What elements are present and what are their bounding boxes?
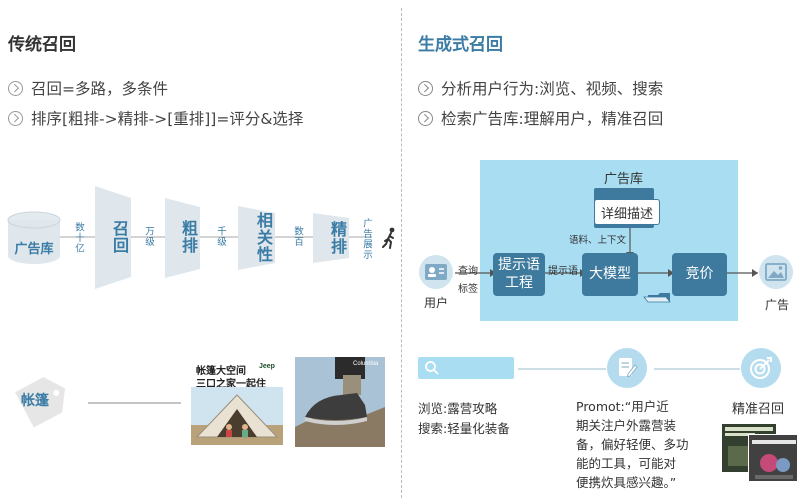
funnel-stage-fine-rank: 精排 (313, 213, 349, 263)
tent-photo (191, 387, 283, 445)
database-icon (7, 211, 61, 264)
detail-description-node: 详细描述 (594, 199, 660, 225)
browse-text: 浏览:露营攻略 (418, 401, 498, 416)
chevron-right-icon (8, 110, 23, 126)
image-icon (759, 255, 793, 289)
jeep-logo: Jeep (259, 363, 275, 370)
llm-node: 大模型 (582, 253, 638, 296)
tag-label: 帐篷 (21, 393, 49, 409)
user-icon (419, 255, 453, 289)
count-billions: 数十亿 (73, 222, 84, 254)
right-bullet-2: 检索广告库:理解用户，精准召回 (418, 107, 663, 129)
chevron-right-icon (418, 110, 433, 126)
section-divider (401, 8, 402, 498)
search-text: 搜索:轻量化装备 (418, 421, 510, 436)
arrow-line (88, 402, 181, 404)
cookware-photo (749, 435, 797, 481)
right-bullet-1: 分析用户行为:浏览、视频、搜索 (418, 77, 663, 99)
bidding-node: 竞价 (672, 253, 727, 296)
chevron-right-icon (418, 80, 433, 96)
funnel-connectors (60, 236, 372, 238)
ad-card-shoe: Columbia (295, 357, 385, 447)
right-title: 生成式召回 (418, 35, 503, 55)
shoe-photo (295, 357, 385, 447)
user-label: 用户 (424, 296, 449, 310)
count-stage-2: 千级 (215, 226, 226, 247)
funnel-stage-coarse-rank: 粗排 (165, 198, 200, 278)
search-bar (418, 357, 514, 379)
left-bullet-2: 排序[粗排->精排->[重排]]=评分&选择 (8, 107, 303, 129)
tag-edge-label: 标签 (458, 284, 478, 295)
target-icon (741, 348, 781, 388)
funnel-stage-relevance: 相关性 (238, 206, 275, 270)
prompt-engineering-node: 提示语 工程 (493, 253, 545, 296)
count-stage-4: 广告展示 (361, 218, 372, 260)
bottom-flow-line (518, 368, 740, 370)
tag-icon (15, 377, 66, 428)
search-icon (425, 361, 439, 375)
prompt-text: Promot:“用户近 期关注户外露营装 备，偏好轻便、多功 能的工具，可能对 … (576, 399, 689, 490)
db-label: 广告库 (14, 242, 54, 257)
left-title: 传统召回 (8, 35, 76, 55)
chevron-right-icon (8, 80, 23, 96)
recall-label: 精准召回 (732, 402, 785, 417)
left-bullet-1: 召回=多路，多条件 (8, 77, 168, 99)
person-walking-icon (382, 227, 395, 249)
count-stage-3: 数百 (292, 226, 303, 247)
ad-card-tent: 帐篷大空间 三口之家一起住 Jeep (191, 357, 283, 445)
ad-label: 广告 (765, 298, 790, 312)
prompt-edge-label: 提示语 (548, 266, 578, 277)
columbia-logo: Columbia (353, 361, 379, 367)
query-label: 查询 (458, 266, 478, 277)
ad-library-title: 广告库 (604, 172, 644, 187)
flow-connectors (455, 228, 758, 303)
edit-document-icon (607, 348, 647, 388)
context-label: 语料、上下文 (569, 235, 627, 246)
count-stage-1: 万级 (143, 226, 154, 247)
recalled-ad-2 (748, 434, 798, 482)
funnel-stage-recall: 召回 (95, 186, 131, 289)
